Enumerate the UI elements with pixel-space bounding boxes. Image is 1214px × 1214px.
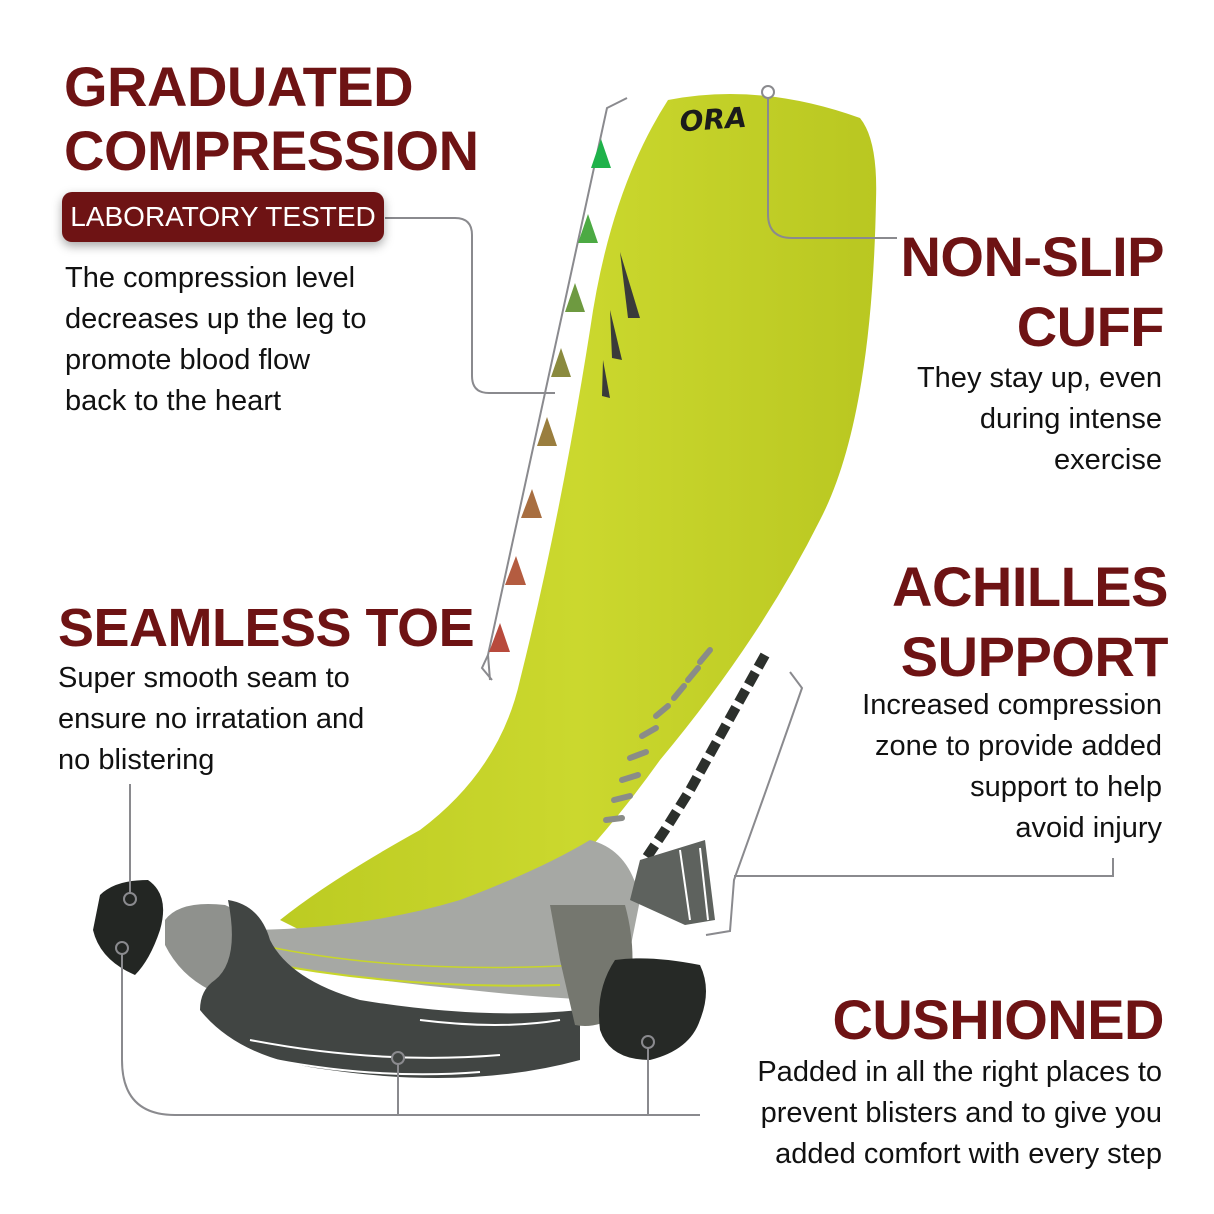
cushioned-description: Padded in all the right places to preven… (757, 1056, 1162, 1170)
sock-leg: ORA (280, 94, 877, 930)
laboratory-tested-badge: LABORATORY TESTED (62, 192, 384, 242)
non-slip-cuff-heading: NON-SLIP CUFF (900, 225, 1164, 358)
non-slip-cuff-description: They stay up, even during intense exerci… (916, 362, 1162, 476)
graduated-compression-heading: GRADUATED COMPRESSION (64, 55, 479, 182)
graduated-compression-description: The compression level decreases up the l… (65, 262, 367, 417)
brand-text: ORA (679, 101, 748, 139)
achilles-support-description: Increased compression zone to provide ad… (862, 689, 1162, 844)
seamless-toe-description: Super smooth seam to ensure no irratatio… (58, 662, 365, 776)
cushioned-heading: CUSHIONED (832, 988, 1164, 1051)
achilles-strips (630, 652, 770, 925)
achilles-support-heading: ACHILLES SUPPORT (892, 555, 1169, 688)
callout-lines (115, 85, 1114, 1116)
seamless-toe-heading: SEAMLESS TOE (58, 598, 475, 658)
heel-pad (599, 958, 706, 1060)
toe-pad (93, 880, 164, 975)
compression-gradient-indicator (480, 97, 628, 681)
